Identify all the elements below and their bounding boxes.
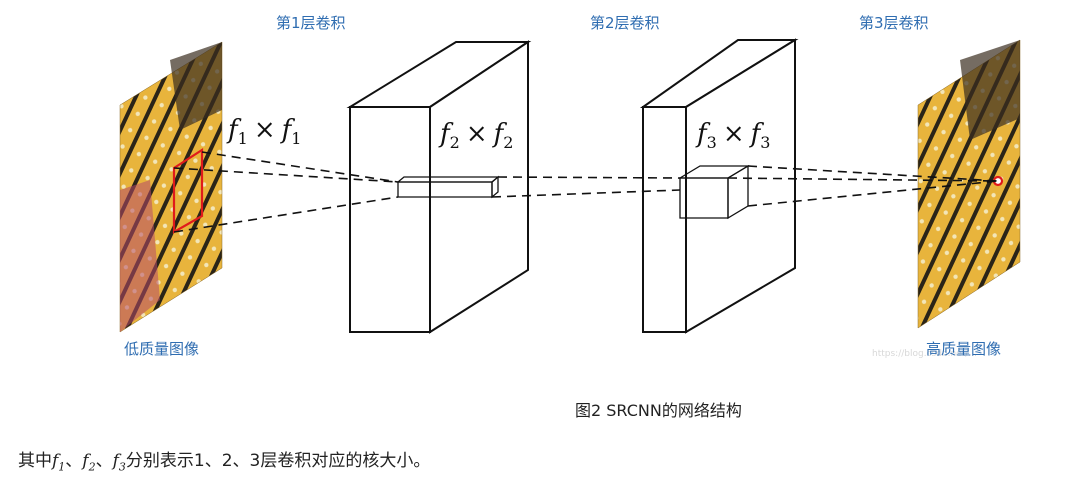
filter2-label: f2×f2 [438, 119, 513, 152]
watermark: https://blog.csdn.net/... [872, 349, 977, 359]
description-prefix: 其中 [18, 451, 52, 471]
layer1-box [346, 40, 532, 334]
description-suffix: 分别表示1、2、3层卷积对应的核大小。 [125, 451, 431, 471]
input-filter-window [172, 147, 204, 234]
layer1-label: 第1层卷积 [276, 14, 346, 32]
filter3-label: f3×f3 [695, 119, 770, 152]
desc-f3: f3 [112, 451, 126, 474]
layer2-label: 第2层卷积 [590, 14, 660, 32]
desc-f2: f2 [82, 451, 96, 474]
projection-lines [173, 151, 999, 233]
output-image-label: 高质量图像 [926, 340, 1001, 358]
filter1-label: f1×f1 [226, 115, 301, 148]
description-text: 其中f1、f2、f3分别表示1、2、3层卷积对应的核大小。 [18, 451, 431, 474]
input-image-label: 低质量图像 [124, 340, 199, 358]
desc-f1: f1 [52, 451, 66, 474]
layer3-label: 第3层卷积 [859, 14, 929, 32]
figure-caption: 图2 SRCNN的网络结构 [575, 401, 742, 420]
layer2-box [639, 38, 799, 334]
output-image [917, 39, 1021, 329]
input-image [119, 41, 223, 333]
